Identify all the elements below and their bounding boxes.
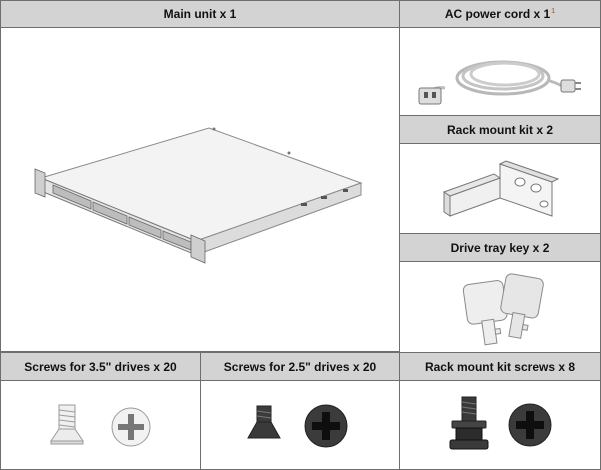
header-screws-25-label: Screws for 2.5" drives x 20 (223, 359, 377, 374)
power-cord-cell (399, 27, 601, 116)
header-rack-screws: Rack mount kit screws x 8 (399, 352, 601, 381)
rack-screw-icon (448, 395, 558, 459)
drive-key-icon (460, 268, 550, 350)
header-main-unit: Main unit x 1 (0, 0, 400, 28)
rack-screws-cell (399, 380, 601, 470)
dark-screw-icon (246, 402, 356, 452)
header-screws-25: Screws for 2.5" drives x 20 (200, 352, 400, 381)
header-rack-kit-label: Rack mount kit x 2 (446, 122, 554, 137)
header-tray-key-label: Drive tray key x 2 (450, 240, 550, 255)
screws-25-cell (200, 380, 400, 470)
header-tray-key: Drive tray key x 2 (399, 233, 601, 262)
rack-bracket-icon (440, 158, 565, 224)
flat-screw-icon (49, 403, 159, 451)
header-rack-screws-label: Rack mount kit screws x 8 (424, 359, 576, 374)
screws-35-cell (0, 380, 201, 470)
footnote-marker: 1 (551, 7, 556, 15)
header-screws-35: Screws for 3.5" drives x 20 (0, 352, 201, 381)
main-unit-cell (0, 27, 400, 352)
tray-key-cell (399, 261, 601, 353)
header-rack-kit: Rack mount kit x 2 (399, 115, 601, 144)
header-screws-35-label: Screws for 3.5" drives x 20 (24, 359, 177, 374)
header-main-unit-label: Main unit x 1 (163, 7, 237, 21)
rack-kit-cell (399, 143, 601, 234)
nas-rack-unit-icon (31, 123, 376, 268)
power-cord-icon (415, 36, 585, 108)
header-power-cord-label: AC power cord x 1 (444, 7, 551, 21)
